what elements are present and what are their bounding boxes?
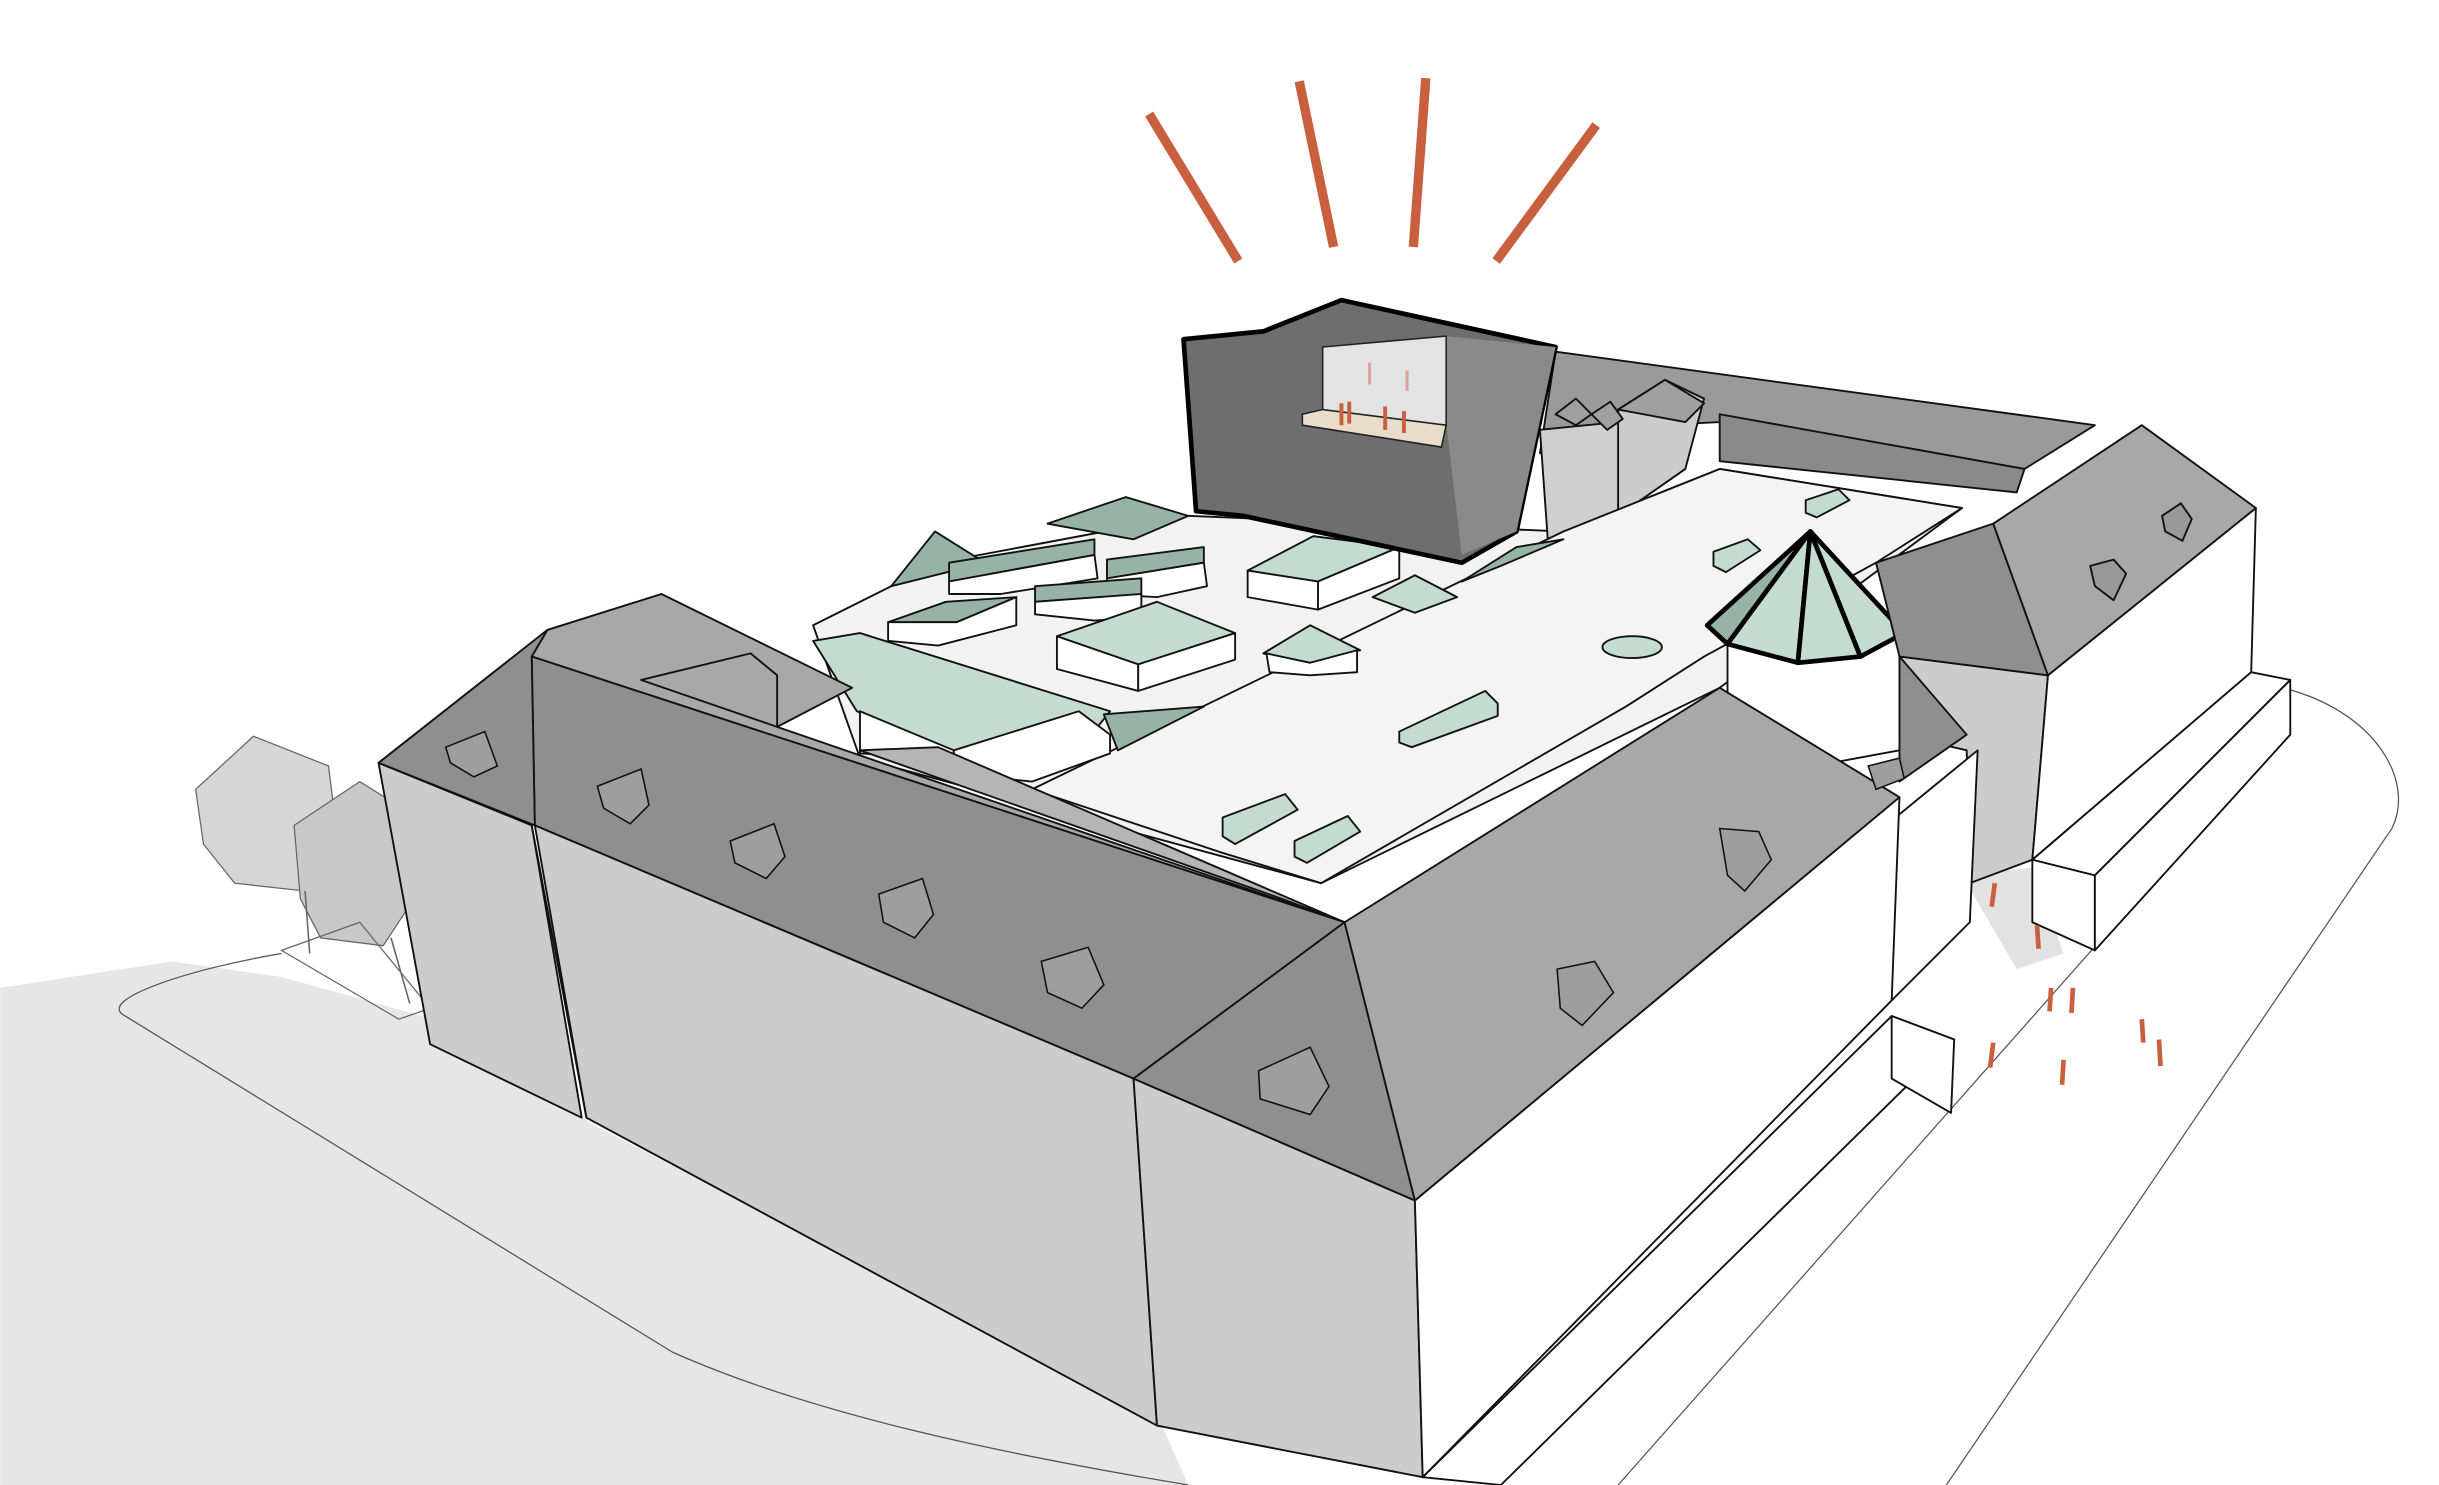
- front-right-block: [1132, 686, 1956, 1485]
- highlighted-building: [1181, 297, 1558, 566]
- right-wing: [1875, 424, 2292, 1002]
- street-edge-right: [1945, 687, 2400, 1485]
- courtyard-buildings: [812, 496, 1565, 783]
- balcony: [1301, 408, 1448, 448]
- back-wing-inner-roof: [1718, 413, 2026, 494]
- highlight-rays: [1145, 77, 1600, 264]
- trees: [194, 735, 432, 1020]
- people-markers: [1987, 882, 2163, 1085]
- street-edge-left: [118, 952, 1189, 1485]
- skylights: [1221, 488, 1851, 864]
- front-wing: [377, 593, 1346, 1427]
- ground-shadow: [0, 961, 1189, 1485]
- dormers: [444, 730, 1906, 1116]
